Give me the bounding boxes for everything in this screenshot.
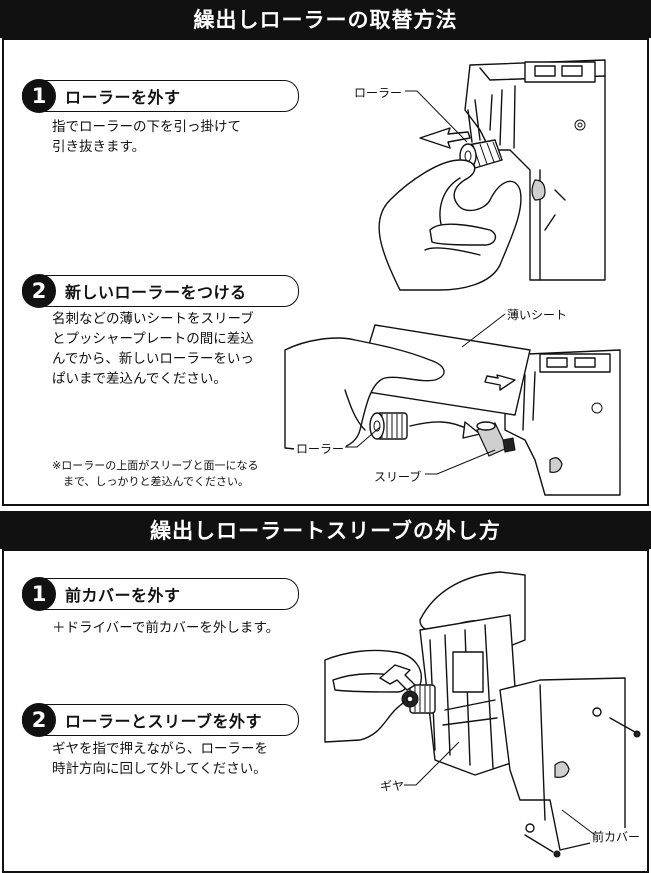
section-1-step-2-header: 2 新しいローラーをつける bbox=[22, 274, 299, 308]
label-roller-2: ローラー bbox=[294, 440, 347, 457]
label-gear: ギヤ bbox=[378, 777, 407, 794]
section-1-step-1-text: 指でローラーの下を引っ掛けて 引き抜きます。 bbox=[52, 119, 241, 155]
label-thin-sheet-leader bbox=[461, 313, 506, 348]
roller-removal-illustration bbox=[378, 59, 606, 291]
label-roller-1: ローラー bbox=[352, 84, 405, 101]
label-gear-leader bbox=[404, 741, 460, 786]
label-sleeve: スリーブ bbox=[372, 468, 424, 485]
step-number-badge: 2 bbox=[22, 274, 56, 308]
label-sleeve-leader bbox=[425, 449, 496, 475]
step-number-badge: 2 bbox=[22, 703, 56, 737]
label-front-cover-leader bbox=[561, 809, 596, 836]
step-number-badge: 1 bbox=[22, 79, 56, 113]
section-2-step-2-text: ギヤを指で押えながら、ローラーを 時計方向に回して外してください。 bbox=[52, 741, 268, 777]
step-title: ローラーを外す bbox=[65, 88, 181, 107]
step-title: 前カバーを外す bbox=[65, 586, 181, 605]
section-2-step-2-header: 2 ローラーとスリーブを外す bbox=[22, 703, 299, 737]
front-cover-removal-illustration bbox=[324, 571, 641, 858]
section-1-title-banner: 繰出しローラーの取替方法 bbox=[0, 0, 651, 38]
section-1-step-1-header: 1 ローラーを外す bbox=[22, 79, 299, 113]
section-1-title: 繰出しローラーの取替方法 bbox=[193, 8, 458, 32]
section-2-step-1-text: ＋ドライバーで前カバーを外します。 bbox=[52, 620, 280, 636]
section-2-title-banner: 繰出しローラートスリーブの外し方 bbox=[0, 511, 651, 549]
section-1-note: ※ローラーの上面がスリーブと面一になる まで、しっかりと差込んでください。 bbox=[52, 459, 259, 488]
label-roller-2-leader bbox=[345, 426, 381, 448]
roller-insertion-illustration bbox=[284, 324, 621, 496]
label-roller-1-leader bbox=[405, 90, 468, 143]
label-thin-sheet: 薄いシート bbox=[505, 306, 570, 323]
label-front-cover: 前カバー bbox=[590, 828, 643, 845]
step-title: ローラーとスリーブを外す bbox=[65, 712, 263, 731]
section-2-title: 繰出しローラートスリーブの外し方 bbox=[150, 519, 501, 543]
section-2-step-1-header: 1 前カバーを外す bbox=[22, 577, 299, 611]
section-1-step-2-text: 名刺などの薄いシートをスリーブ とプッシャープレートの間に差込 んでから、新しい… bbox=[52, 311, 254, 387]
step-title: 新しいローラーをつける bbox=[65, 283, 247, 302]
step-number-badge: 1 bbox=[22, 577, 56, 611]
